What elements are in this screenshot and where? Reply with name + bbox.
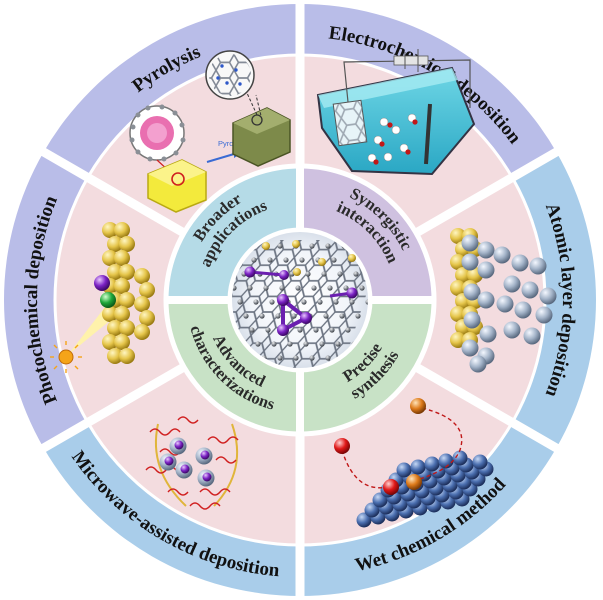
wet-chemical-method-illustration — [334, 398, 494, 528]
synergistic-interaction-quadrant — [300, 168, 432, 300]
microwave-assisted-deposition-illustration — [145, 416, 239, 510]
pyrolysis-illustration: Pyrolysis — [129, 50, 291, 213]
photochemical-deposition-illustration — [50, 222, 155, 373]
electrochemical-deposition-illustration — [316, 49, 476, 176]
precise-synthesis-quadrant — [300, 300, 432, 432]
advanced-characterizations-quadrant — [168, 300, 300, 432]
microwave-assisted-deposition-panel — [87, 367, 300, 545]
center-graphene-illustration — [232, 232, 368, 368]
atomic-layer-deposition-illustration — [450, 228, 557, 373]
pyrolysis-panel — [87, 55, 300, 233]
photochemical-deposition-band — [3, 152, 88, 448]
wet-chemical-method-panel — [300, 367, 513, 545]
broader-applications-quadrant — [168, 168, 300, 300]
